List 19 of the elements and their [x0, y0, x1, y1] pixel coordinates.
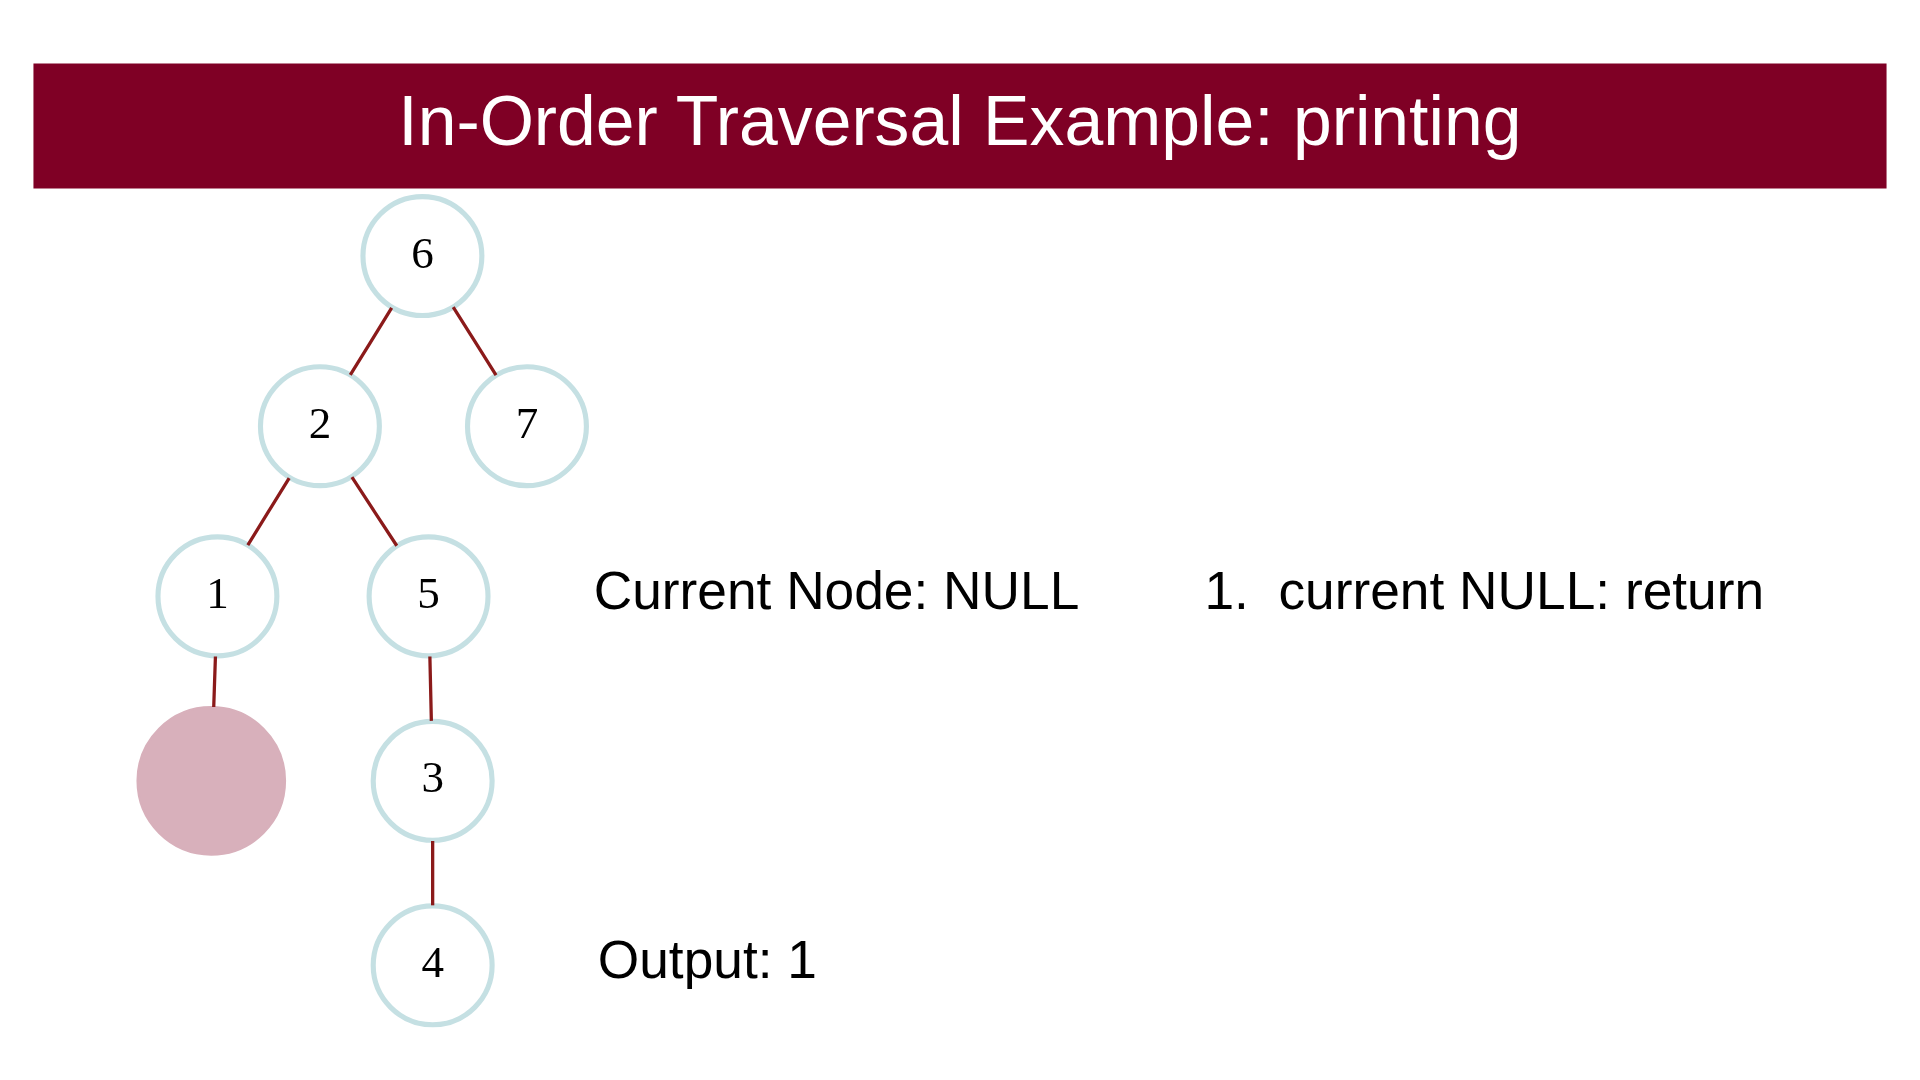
node-circle: 5	[366, 534, 491, 659]
node-circle: 3	[370, 718, 495, 843]
label: 1. current NULL: return	[1204, 561, 1765, 621]
node-circle: 6	[360, 194, 485, 319]
node-circle: 1	[155, 534, 280, 659]
diagram-title: In-Order Traversal Example: printing	[398, 81, 1522, 160]
node-circle: 2	[257, 364, 382, 489]
connector	[350, 476, 399, 547]
connector	[428, 656, 433, 721]
connector	[246, 477, 291, 546]
connector	[451, 306, 498, 376]
connector	[212, 656, 218, 707]
node-circle: 4	[370, 903, 495, 1028]
node-circle: 7	[464, 364, 589, 489]
label: Current Node: NULL	[593, 561, 1080, 621]
node-circle	[136, 706, 287, 856]
connector	[431, 841, 435, 906]
connector	[348, 307, 394, 376]
label: Output: 1	[597, 930, 817, 990]
